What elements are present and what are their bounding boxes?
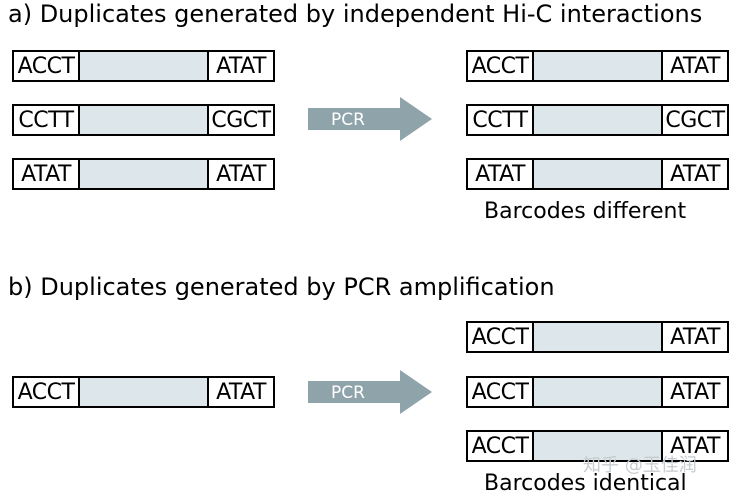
right-barcode: ATAT	[661, 52, 727, 80]
panel-a-caption: Barcodes different	[484, 199, 687, 224]
insert-region	[534, 378, 661, 406]
left-barcode: ACCT	[468, 432, 534, 460]
right-barcode: ATAT	[207, 52, 273, 80]
right-barcode: CGCT	[207, 106, 273, 134]
insert-region	[80, 52, 207, 80]
left-barcode: ACCT	[468, 52, 534, 80]
panel-a-input-read-2: CCTT CGCT	[12, 104, 275, 136]
panel-a-output-read-2: CCTT CGCT	[466, 104, 729, 136]
right-barcode: ATAT	[207, 378, 273, 406]
insert-region	[80, 106, 207, 134]
panel-b-output-read-2: ACCT ATAT	[466, 376, 729, 408]
panel-b-input-read-1: ACCT ATAT	[12, 376, 275, 408]
left-barcode: ACCT	[468, 378, 534, 406]
panel-b-title: b) Duplicates generated by PCR amplifica…	[8, 273, 555, 301]
panel-a-output-read-3: ATAT ATAT	[466, 158, 729, 190]
panel-b-pcr-arrow	[308, 370, 432, 414]
left-barcode: ATAT	[468, 160, 534, 188]
left-barcode: CCTT	[468, 106, 534, 134]
panel-b-output-read-3: ACCT ATAT	[466, 430, 729, 462]
left-barcode: ATAT	[14, 160, 80, 188]
insert-region	[80, 378, 207, 406]
panel-a-output-read-1: ACCT ATAT	[466, 50, 729, 82]
left-barcode: ACCT	[468, 323, 534, 351]
insert-region	[534, 106, 661, 134]
panel-b-output-read-1: ACCT ATAT	[466, 321, 729, 353]
left-barcode: ACCT	[14, 378, 80, 406]
right-barcode: ATAT	[661, 432, 727, 460]
left-barcode: ACCT	[14, 52, 80, 80]
panel-b-caption: Barcodes identical	[484, 471, 687, 496]
panel-a-pcr-arrow	[308, 97, 432, 141]
panel-b-arrow-label: PCR	[331, 383, 365, 403]
right-barcode: ATAT	[661, 323, 727, 351]
insert-region	[534, 160, 661, 188]
arrow-shape	[308, 370, 432, 414]
insert-region	[80, 160, 207, 188]
insert-region	[534, 52, 661, 80]
right-barcode: ATAT	[661, 378, 727, 406]
left-barcode: CCTT	[14, 106, 80, 134]
panel-a-input-read-3: ATAT ATAT	[12, 158, 275, 190]
panel-a-arrow-label: PCR	[331, 110, 365, 130]
right-barcode: ATAT	[661, 160, 727, 188]
right-barcode: ATAT	[207, 160, 273, 188]
panel-a-input-read-1: ACCT ATAT	[12, 50, 275, 82]
panel-a-title: a) Duplicates generated by independent H…	[8, 0, 703, 28]
insert-region	[534, 323, 661, 351]
right-barcode: CGCT	[661, 106, 727, 134]
insert-region	[534, 432, 661, 460]
arrow-shape	[308, 97, 432, 141]
zhihu-watermark: 知乎 @玉佳润	[583, 455, 697, 476]
